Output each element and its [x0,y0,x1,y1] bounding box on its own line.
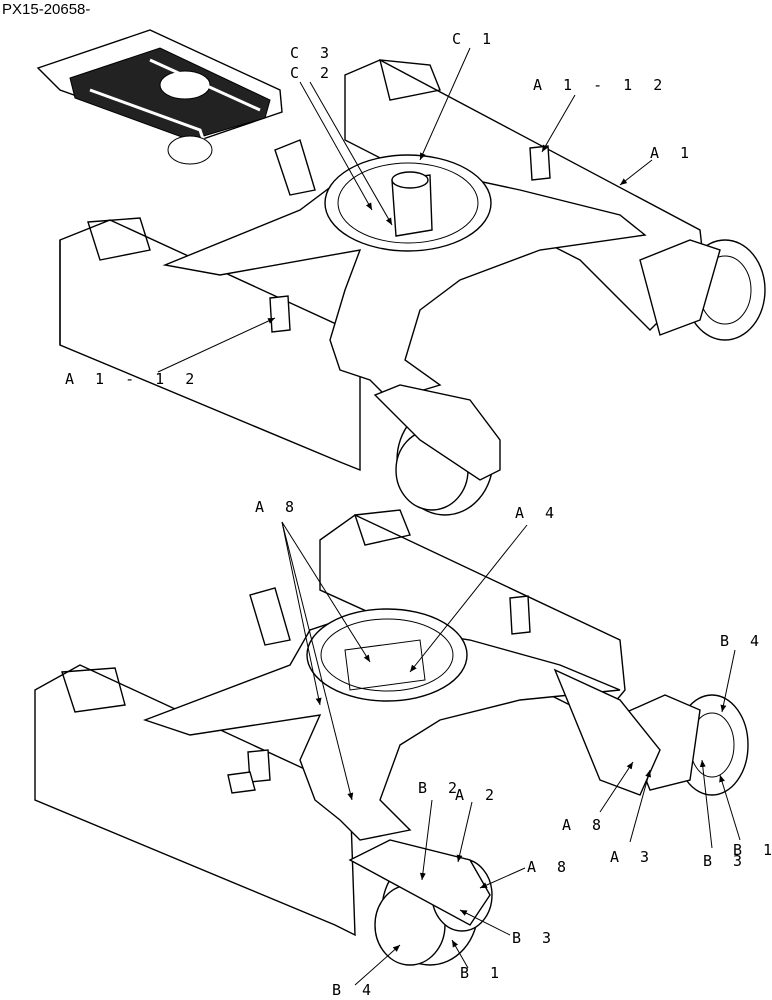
label-c2: C 2 [290,64,335,82]
top-leader-lines [157,47,653,373]
label-b1-bottom: B 1 [460,964,505,982]
label-b4-bottom: B 4 [332,981,377,999]
label-a8-top: A 8 [255,498,300,516]
label-a4: A 4 [515,504,560,522]
label-a1: A 1 [650,144,695,162]
label-a3: A 3 [610,848,655,866]
label-c3: C 3 [290,44,335,62]
label-a8-right: A 8 [562,816,607,834]
label-a8-bottom: A 8 [527,858,572,876]
label-a1-12-left: A 1 - 1 2 [65,370,200,388]
label-a1-12-top: A 1 - 1 2 [533,76,668,94]
inset-thumbnail [36,29,283,165]
label-b4-right: B 4 [720,632,765,650]
upper-track-frame [59,59,766,516]
bottom-leader-lines [281,521,741,986]
lower-track-frame [34,509,749,966]
drawing-code: PX15-20658- [2,1,90,18]
label-b2: B 2 [418,779,463,797]
label-b3-right: B 3 [703,852,748,870]
label-c1: C 1 [452,30,497,48]
label-a2: A 2 [455,786,500,804]
label-b1-right: B 1 [733,841,772,859]
label-b3-bottom: B 3 [512,929,557,947]
